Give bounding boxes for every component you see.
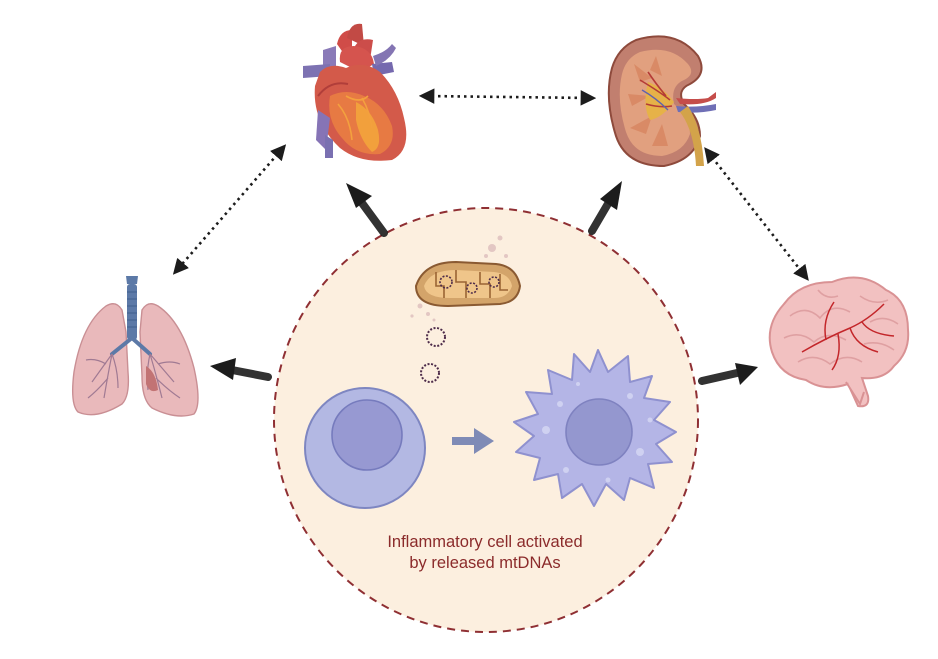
caption-line-1: Inflammatory cell activated	[387, 533, 583, 551]
link-kidney-brain	[704, 147, 809, 281]
link-heart-lungs	[172, 144, 287, 275]
arrow-to-brain	[698, 363, 758, 385]
resting-immune-cell-icon	[304, 387, 426, 509]
mitochondrion-icon	[410, 235, 522, 322]
activated-immune-cell-icon	[513, 349, 677, 507]
kidney-icon	[607, 35, 716, 168]
arrow-to-heart	[346, 183, 388, 237]
organ-links	[172, 88, 809, 281]
lungs-icon	[71, 276, 199, 417]
activation-caption: Inflammatory cell activated by released …	[335, 532, 635, 574]
arrow-to-lungs	[210, 358, 272, 381]
arrow-to-kidney	[588, 181, 622, 235]
caption-line-2: by released mtDNAs	[409, 554, 561, 572]
center-region	[273, 207, 699, 633]
organ-arrows	[210, 181, 758, 385]
brain-icon	[768, 276, 910, 408]
mtdna-circle-icon	[420, 327, 446, 383]
heart-icon	[303, 23, 407, 161]
activation-arrow	[452, 428, 494, 454]
link-heart-kidney	[418, 88, 597, 106]
